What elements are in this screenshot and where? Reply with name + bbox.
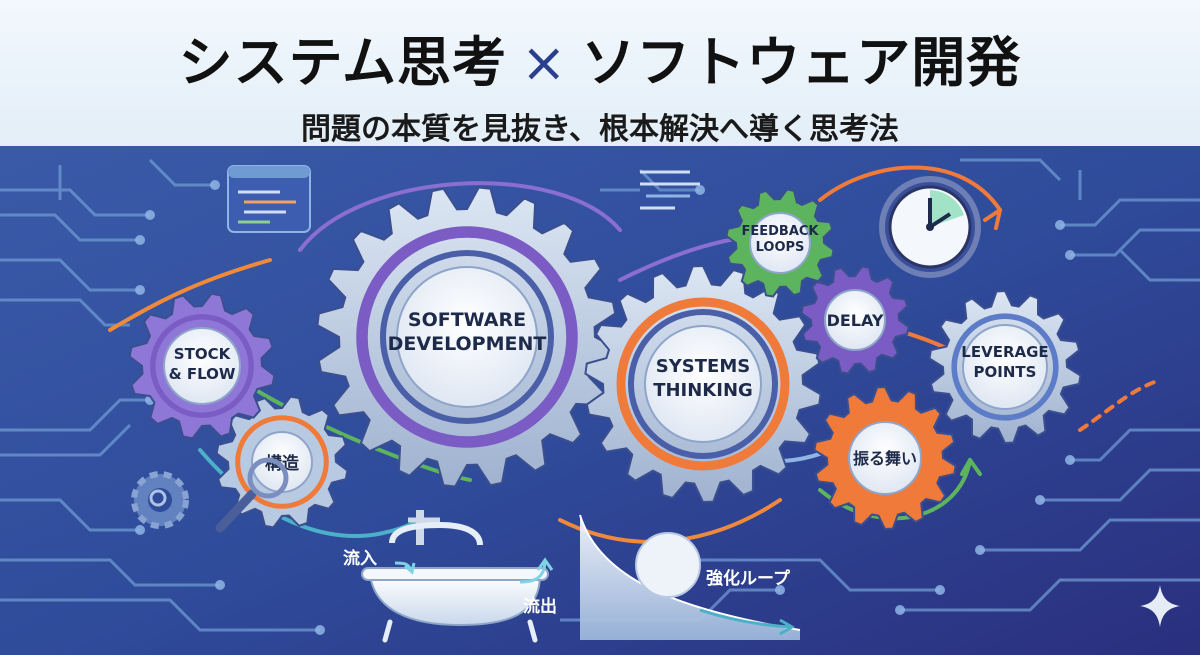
delay-gear [800,265,910,375]
leverage-points-gear [928,289,1082,445]
code-window-icon [227,165,311,233]
systems-thinking-gear [584,264,822,504]
reinforcing-loop-label: 強化ループ [706,568,791,589]
structure-label: 構造 [265,453,300,474]
stock-flow-gear [128,292,276,440]
circuit-nodes [135,180,1075,635]
page-subtitle: 問題の本質を見抜き、根本解決へ導く思考法 [301,112,899,147]
reinforcing-loop-illustration [579,514,801,640]
software-development-gear [316,186,618,488]
sparkle-icon [1140,585,1180,627]
gear-labels: SOFTWARE DEVELOPMENT SYSTEMS THINKING ST… [169,224,1049,474]
stock-flow-label-1: STOCK [174,345,232,363]
behavior-gear [813,385,957,531]
bathtub-icon [361,510,549,643]
software-development-label-2: DEVELOPMENT [388,333,547,355]
header: システム思考×ソフトウェア開発 問題の本質を見抜き、根本解決へ導く思考法 [0,0,1200,147]
bathtub-flow-arrows [394,557,554,584]
magnifier-gear-icon [131,471,189,529]
leverage-points-label-1: LEVERAGE [961,343,1048,361]
systems-thinking-label-2: THINKING [653,380,753,401]
systems-thinking-illustration: SOFTWARE DEVELOPMENT SYSTEMS THINKING ST… [0,146,1200,655]
title-right: ソフトウェア開発 [581,31,1022,94]
outflow-label: 流出 [523,596,557,617]
page-title: システム思考×ソフトウェア開発 [0,18,1200,97]
title-times-symbol: × [521,31,568,94]
title-left: システム思考 [178,31,508,94]
gear-layer [128,186,1082,531]
clock-icon [879,176,981,278]
stock-flow-label-2: & FLOW [169,365,236,383]
feedback-loops-label-2: LOOPS [756,240,805,255]
software-development-label-1: SOFTWARE [408,309,526,331]
feedback-loops-label-1: FEEDBACK [741,224,819,239]
delay-label: DELAY [827,311,884,330]
leverage-points-label-2: POINTS [974,363,1037,381]
feedback-loops-gear [725,188,835,298]
code-lines-icon [640,170,700,210]
behavior-label: 振る舞い [853,449,917,468]
magnifier-icon [215,457,289,533]
systems-thinking-label-1: SYSTEMS [656,356,750,377]
inflow-label: 流入 [343,548,377,569]
